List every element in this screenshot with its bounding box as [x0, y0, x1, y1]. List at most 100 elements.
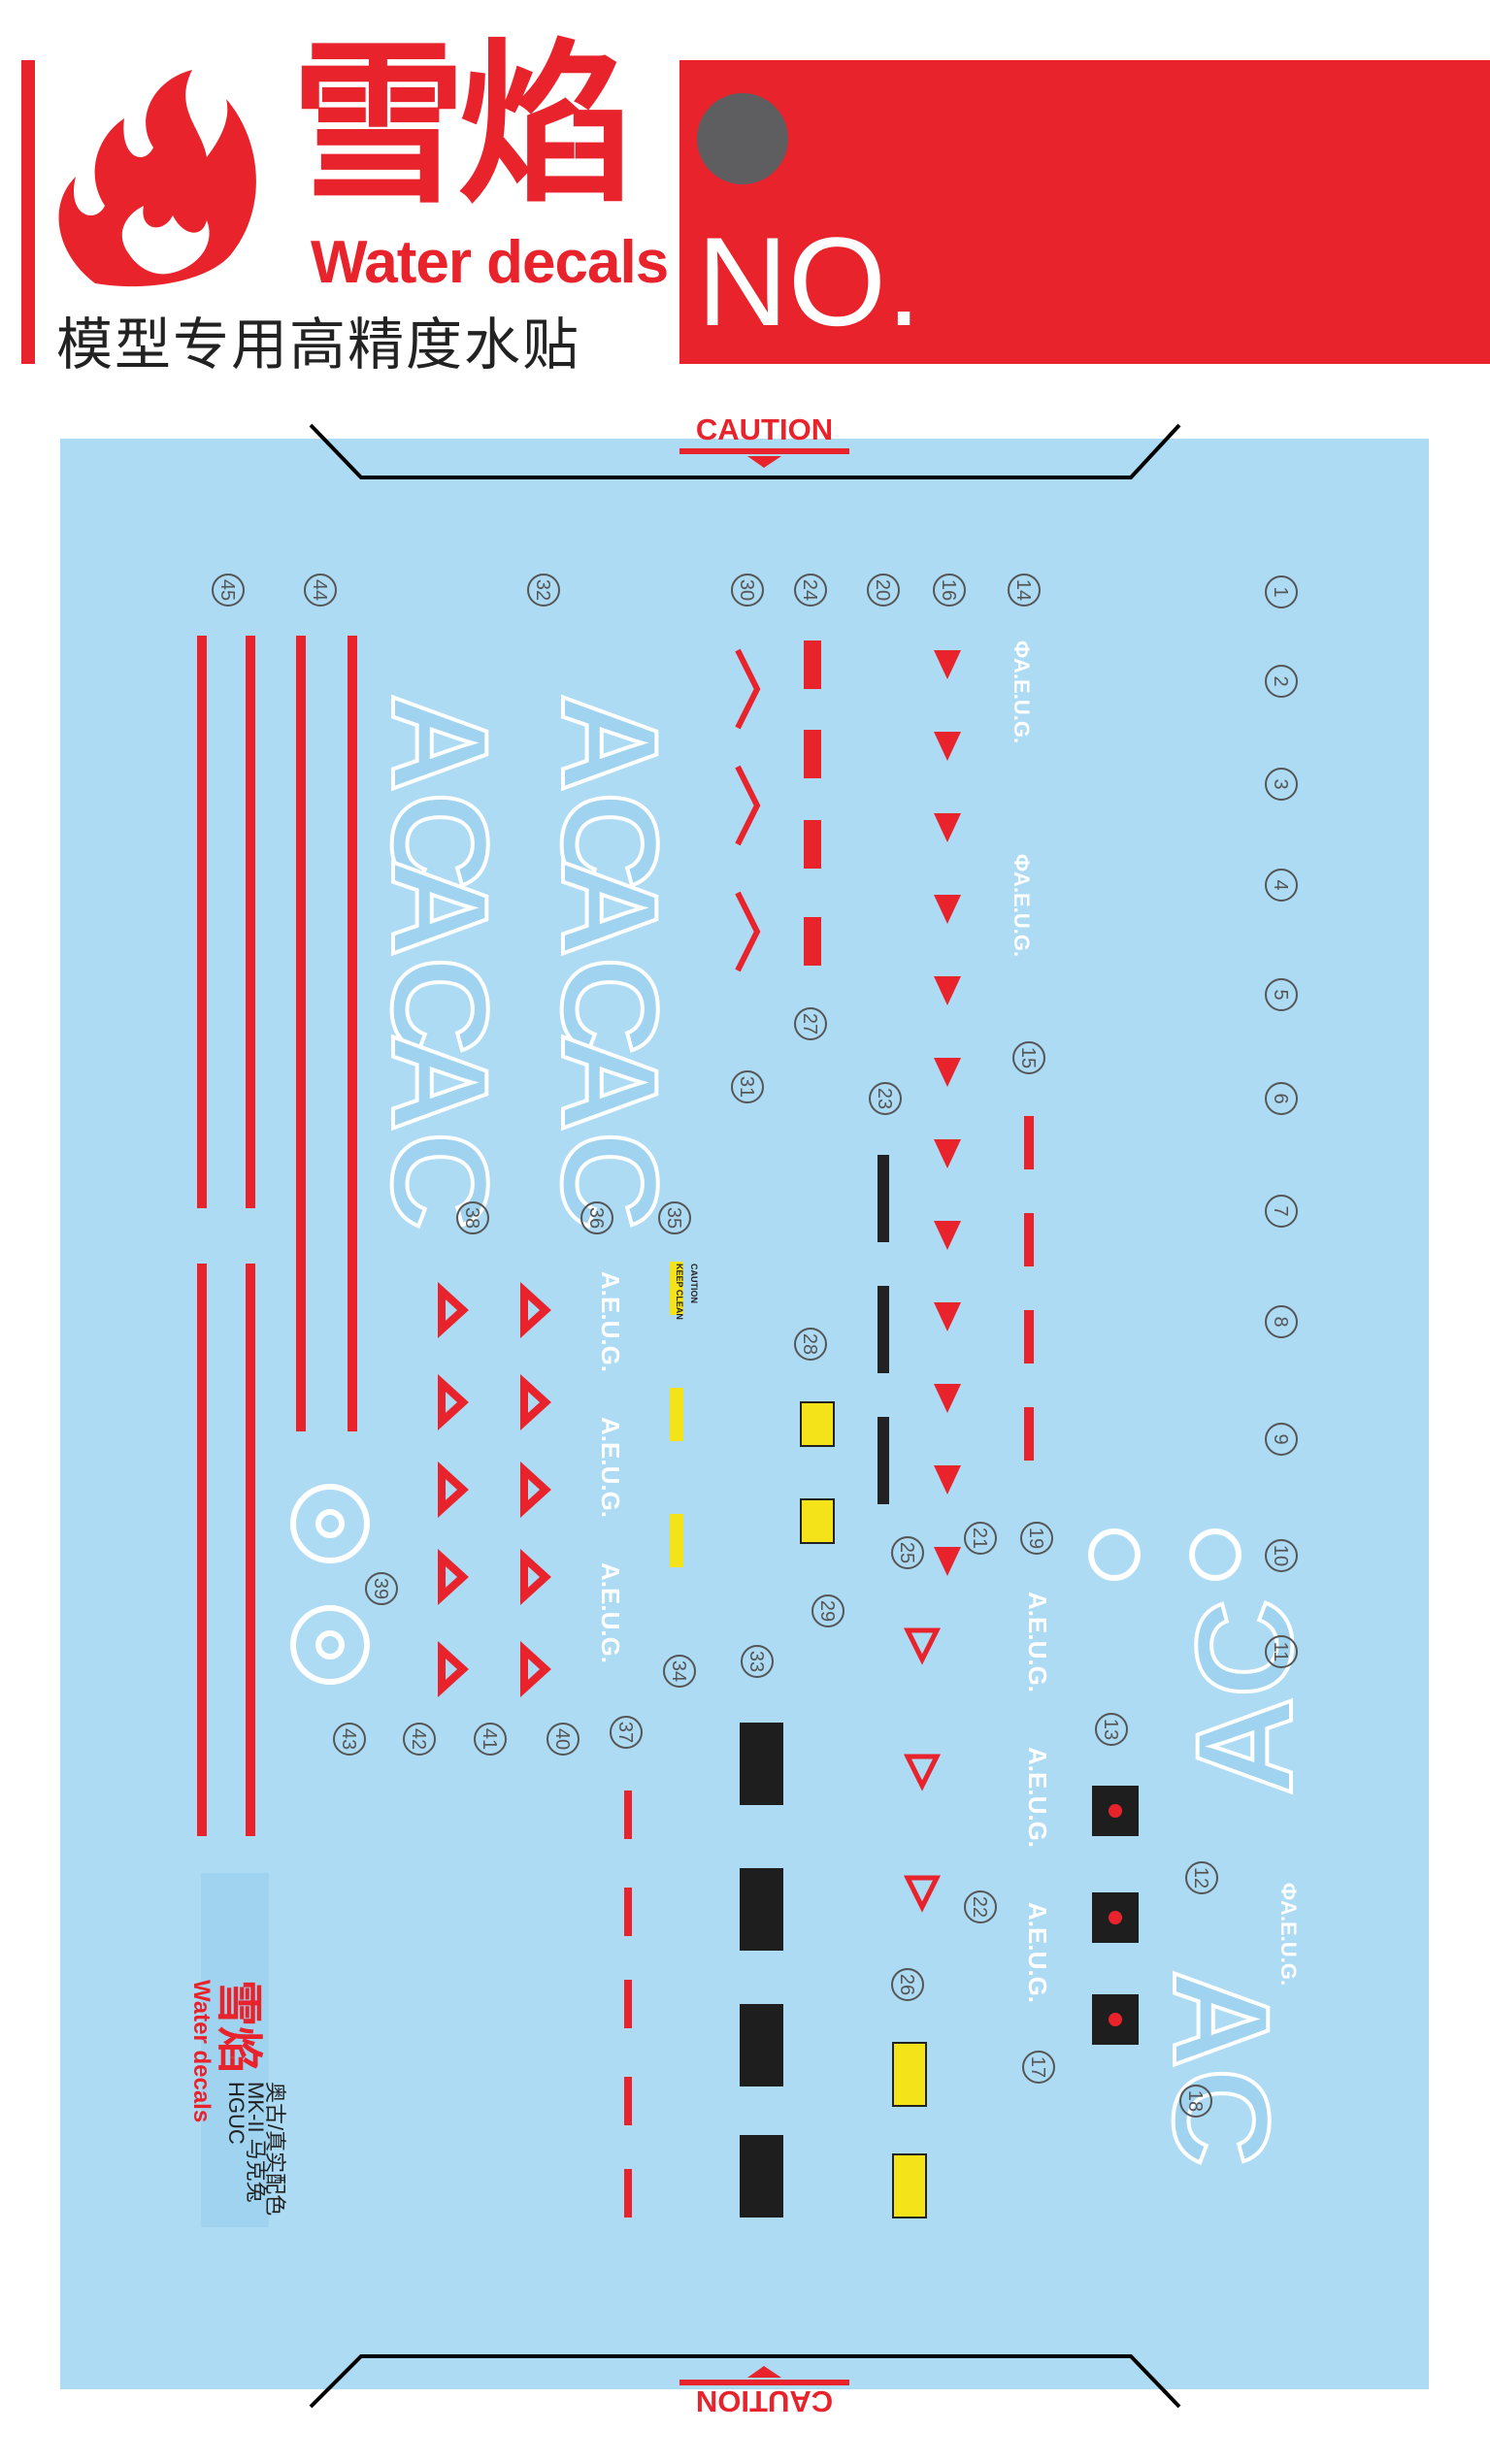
ag-decals: AC AC AC AC AC AC AC AC	[362, 692, 1322, 2168]
solid-triangle	[934, 1058, 961, 1087]
number-marker: 7	[1265, 1195, 1298, 1228]
number-marker: 4	[1265, 869, 1298, 902]
svg-text:30: 30	[736, 579, 757, 601]
svg-text:19: 19	[1025, 1528, 1046, 1549]
svg-text:17: 17	[1027, 2056, 1048, 2078]
hollow-triangle	[520, 1640, 551, 1698]
svg-text:18: 18	[1184, 2090, 1206, 2112]
number-marker: 2	[1265, 665, 1298, 698]
svg-text:38: 38	[461, 1207, 482, 1229]
svg-text:2: 2	[1270, 675, 1291, 686]
solid-triangle	[934, 1221, 961, 1250]
svg-text:28: 28	[799, 1333, 820, 1355]
flame-logo-icon	[58, 70, 256, 287]
aeug-decal: A.E.U.G.	[596, 1417, 625, 1518]
number-marker: 29	[811, 1594, 844, 1627]
kit-label-panel	[201, 1873, 269, 2227]
hollow-triangle	[520, 1548, 551, 1606]
number-marker: 27	[794, 1007, 827, 1040]
tagline: 模型专用高精度水贴	[56, 312, 581, 378]
solid-triangle	[934, 813, 961, 842]
svg-text:29: 29	[816, 1600, 838, 1622]
number-marker: 41	[474, 1723, 507, 1756]
svg-text:45: 45	[216, 579, 238, 601]
svg-text:24: 24	[799, 579, 820, 601]
kit-line1: HGUC	[224, 2082, 248, 2145]
svg-text:5: 5	[1270, 989, 1291, 1000]
number-marker: 6	[1265, 1082, 1298, 1115]
svg-text:33: 33	[745, 1651, 767, 1672]
solid-triangle	[934, 732, 961, 761]
number-marker: 14	[1008, 574, 1041, 607]
solid-triangle	[934, 1302, 961, 1331]
solid-triangle	[934, 1547, 961, 1576]
hollow-triangle-decals	[438, 1281, 551, 1698]
number-marker: 17	[1022, 2051, 1055, 2084]
aeug-decal: ΦA.E.U.G.	[1276, 1883, 1301, 1986]
svg-text:27: 27	[799, 1013, 820, 1035]
svg-text:15: 15	[1017, 1047, 1039, 1068]
svg-text:41: 41	[479, 1728, 500, 1750]
svg-text:9: 9	[1270, 1433, 1291, 1444]
solid-triangle	[934, 1139, 961, 1168]
number-marker: 10	[1265, 1539, 1298, 1572]
number-marker: 35	[658, 1201, 691, 1234]
number-marker: 8	[1265, 1305, 1298, 1338]
aeug-decal: A.E.U.G.	[1023, 1592, 1052, 1692]
svg-text:23: 23	[874, 1088, 895, 1109]
number-marker: 12	[1185, 1861, 1218, 1894]
number-marker: 9	[1265, 1423, 1298, 1456]
number-marker: 32	[527, 574, 560, 607]
caution-text: CAUTION	[689, 1264, 699, 1303]
svg-text:11: 11	[1270, 1642, 1291, 1662]
svg-text:4: 4	[1270, 879, 1291, 890]
aeug-decals: A.E.U.G. A.E.U.G. A.E.U.G. A.E.U.G. A.E.…	[596, 641, 1301, 2003]
svg-text:6: 6	[1270, 1093, 1291, 1103]
caution-top-label: CAUTION	[695, 412, 834, 446]
number-marker: 21	[964, 1522, 997, 1555]
number-marker: 15	[1012, 1041, 1045, 1074]
number-marker: 26	[891, 1968, 924, 2001]
red-dash-decals	[624, 641, 1034, 2218]
number-marker: 30	[731, 574, 764, 607]
number-marker: 45	[212, 574, 245, 607]
svg-text:39: 39	[370, 1578, 391, 1599]
svg-text:35: 35	[663, 1207, 684, 1229]
number-marker: 20	[867, 574, 900, 607]
aeug-decal: ΦA.E.U.G.	[1010, 641, 1034, 743]
svg-text:36: 36	[585, 1207, 607, 1229]
svg-text:20: 20	[872, 579, 893, 601]
svg-text:14: 14	[1012, 579, 1034, 601]
hazard-stripes	[877, 1155, 889, 1504]
solid-triangle	[934, 1465, 961, 1495]
number-marker: 37	[610, 1716, 643, 1749]
svg-text:40: 40	[551, 1728, 573, 1750]
black-box-decals	[740, 1723, 1139, 2218]
brand-chinese: 雪焰	[291, 24, 633, 227]
number-marker: 16	[933, 574, 966, 607]
aeug-decal: A.E.U.G.	[1023, 1747, 1052, 1848]
ag-decal: AC	[1168, 1599, 1320, 1795]
svg-text:34: 34	[668, 1660, 689, 1682]
solid-triangle	[934, 1384, 961, 1413]
number-marker: 5	[1265, 978, 1298, 1011]
aeug-decal: A.E.U.G.	[596, 1562, 625, 1663]
ag-decal: AC	[364, 1034, 516, 1230]
svg-text:8: 8	[1270, 1316, 1291, 1327]
kit-brand-cn: 雪焰	[213, 1980, 264, 2073]
svg-text:7: 7	[1270, 1205, 1291, 1216]
number-marker: 33	[741, 1645, 774, 1678]
svg-text:10: 10	[1270, 1545, 1291, 1566]
red-stripes	[197, 636, 357, 1836]
solid-triangle-decals	[934, 650, 961, 1576]
brand-english: Water decals	[311, 229, 669, 296]
kit-label-brand: Water decals 雪焰	[188, 1980, 264, 2122]
aeug-decal: A.E.U.G.	[1023, 1902, 1052, 2003]
kit-label-text: HGUC MK-II 马克兔 奥古/真实配色	[224, 2082, 287, 2216]
number-marker: 38	[456, 1201, 489, 1234]
kit-line3: 奥古/真实配色	[263, 2082, 287, 2216]
ag-decal: AC	[534, 694, 686, 890]
